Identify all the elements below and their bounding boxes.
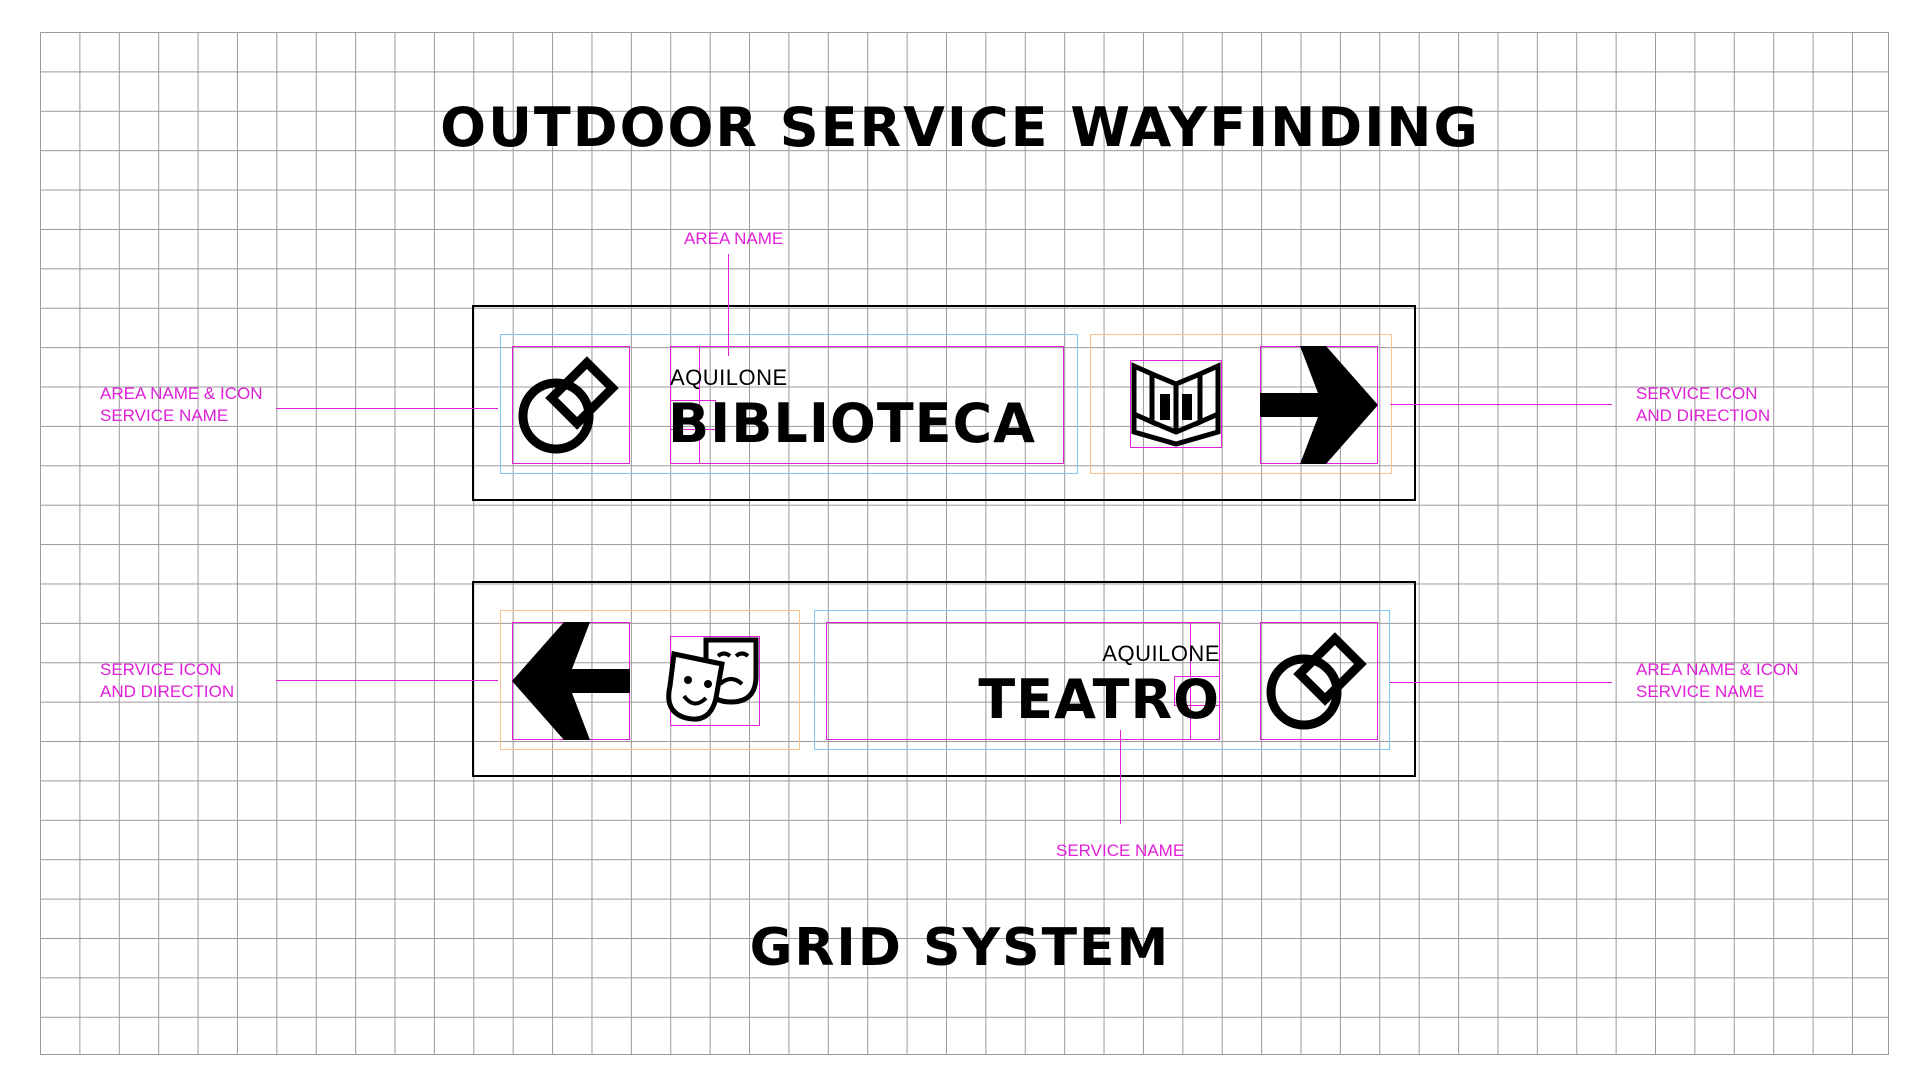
service-icon-guide	[1130, 360, 1222, 448]
book-icon	[1131, 362, 1221, 447]
arrow-left-icon	[512, 622, 630, 740]
page-title: OUTDOOR SERVICE WAYFINDING	[440, 96, 1480, 159]
background-grid	[40, 32, 1889, 1055]
annotation-area-name: AREA NAME	[684, 229, 784, 248]
service-name: BIBLIOTECA	[668, 392, 1036, 455]
sign-teatro	[472, 581, 1416, 777]
aquilone-logo-icon	[1266, 632, 1367, 730]
leader-line	[1390, 404, 1612, 405]
text-margin-guide	[1174, 676, 1220, 706]
arrow-right-icon	[1260, 346, 1378, 464]
area-service-guide-box	[814, 610, 1390, 750]
annotation-left-top: AREA NAME & ICON SERVICE NAME	[100, 384, 263, 425]
theater-masks-icon	[666, 637, 759, 722]
annotation-right-top: SERVICE ICON AND DIRECTION	[1636, 384, 1771, 425]
annotation-service-name: SERVICE NAME	[1056, 841, 1185, 860]
area-name: AQUILONE	[1102, 641, 1220, 666]
area-service-guide-box	[500, 334, 1078, 474]
text-margin-guide	[670, 400, 716, 430]
leader-line	[276, 408, 498, 409]
service-name: TEATRO	[978, 668, 1220, 731]
icon-direction-guide-box	[500, 610, 800, 750]
leader-line	[1120, 730, 1121, 824]
sign-biblioteca	[472, 305, 1416, 501]
area-name: AQUILONE	[670, 365, 788, 390]
annotation-left-bottom: SERVICE ICON AND DIRECTION	[100, 660, 235, 701]
leader-line	[728, 254, 729, 356]
annotation-right-bottom: AREA NAME & ICON SERVICE NAME	[1636, 660, 1799, 701]
leader-line	[276, 680, 498, 681]
area-icon-guide	[512, 346, 630, 464]
aquilone-logo-icon	[518, 356, 619, 454]
area-icon-guide	[1260, 622, 1378, 740]
section-title: GRID SYSTEM	[749, 918, 1171, 978]
leader-line	[1390, 682, 1612, 683]
